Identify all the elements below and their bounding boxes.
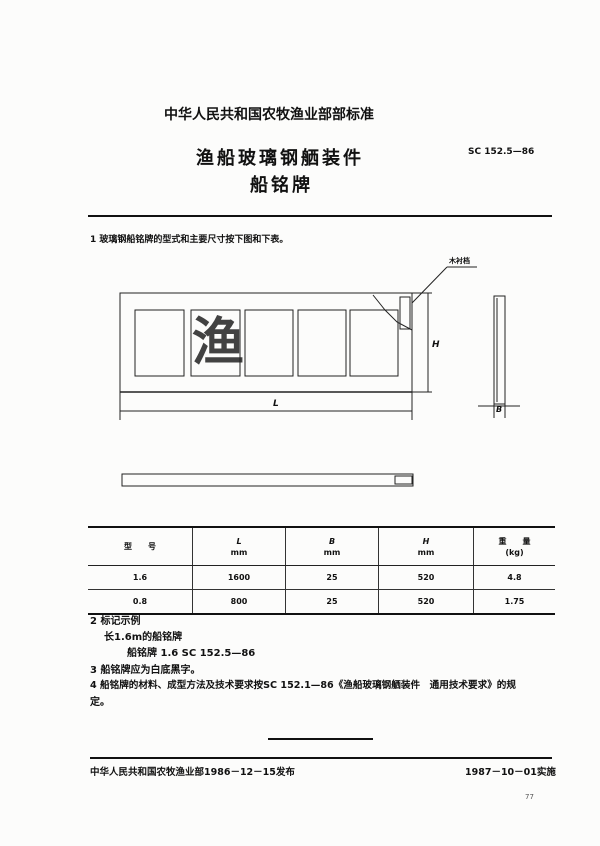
header-rule [88, 215, 552, 217]
clause-3: 3 船铭牌应为白底黑字。 [90, 665, 201, 676]
page-subtitle: 船铭牌 [250, 175, 313, 196]
panel [297, 309, 347, 377]
side-view [493, 295, 506, 405]
standard-code: SC 152.5—86 [468, 147, 535, 157]
dim-B-label: B [496, 405, 503, 414]
callout-leader [411, 266, 448, 304]
panel [190, 309, 241, 377]
header-cell: 型 号 [88, 527, 193, 566]
clause-2-title: 2 标记示例 [90, 616, 141, 627]
clause-2-line2: 船铭牌 1.6 SC 152.5—86 [127, 648, 256, 659]
panel [244, 309, 294, 377]
panel [134, 309, 185, 377]
clause-1: 1 玻璃钢船铭牌的型式和主要尺寸按下图和下表。 [90, 235, 289, 245]
dim-H-label: H [432, 340, 440, 350]
page-title: 渔船玻璃钢舾装件 [196, 148, 364, 169]
issuer: 中华人民共和国农牧渔业部部标准 [164, 107, 374, 123]
clause-2-line1: 长1.6m的船铭牌 [104, 632, 183, 643]
plate-character: 渔 [192, 313, 245, 373]
wood-batten [399, 296, 411, 330]
callout-label: 木衬档 [449, 257, 470, 265]
page-number: 77 [525, 793, 534, 801]
effective-date: 1987－10－01实施 [465, 767, 556, 778]
clause-4-line1: 4 船铭牌的材料、成型方法及技术要求按SC 152.1—86《渔船玻璃钢舾装件 … [90, 680, 516, 691]
end-rule [268, 738, 373, 740]
plate-outline [119, 292, 413, 393]
footer-rule [90, 757, 552, 759]
top-view [121, 473, 414, 487]
panel [349, 309, 399, 377]
break-line [372, 294, 413, 331]
issue-date: 中华人民共和国农牧渔业部1986－12－15发布 [90, 767, 295, 778]
clause-4-line2: 定。 [90, 697, 110, 708]
header-cell: 重 量(kg) [473, 527, 555, 566]
dim-L-label: L [273, 399, 279, 409]
